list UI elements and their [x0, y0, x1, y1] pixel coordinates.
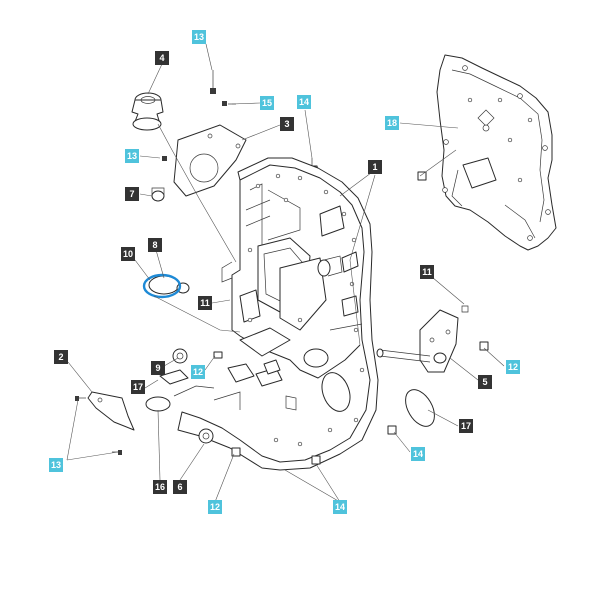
part-6-bushing: [198, 428, 214, 444]
callout-14: 14: [411, 447, 425, 461]
callout-12: 12: [191, 365, 205, 379]
callout-13: 13: [125, 149, 139, 163]
callout-14: 14: [297, 95, 311, 109]
part-7-plug: [151, 187, 165, 202]
callout-18: 18: [385, 116, 399, 130]
callout-4: 4: [155, 51, 169, 65]
callout-12: 12: [506, 360, 520, 374]
callout-13: 13: [49, 458, 63, 472]
part-17-16-covers: [145, 359, 283, 412]
callout-17: 17: [131, 380, 145, 394]
callout-1: 1: [368, 160, 382, 174]
part-5-pedal-bracket: [376, 309, 459, 373]
callout-8: 8: [148, 238, 162, 252]
callout-11: 11: [198, 296, 212, 310]
part-4-rubber-boot: [131, 92, 164, 131]
callout-11: 11: [420, 265, 434, 279]
callout-14: 14: [333, 500, 347, 514]
part-3-bracket-plate: [173, 124, 247, 197]
callout-7: 7: [125, 187, 139, 201]
callout-13: 13: [192, 30, 206, 44]
callout-6: 6: [173, 480, 187, 494]
callout-9: 9: [151, 361, 165, 375]
leader-lines: [66, 43, 505, 503]
part-8-10-seals: [142, 273, 190, 299]
callout-15: 15: [260, 96, 274, 110]
callout-3: 3: [280, 117, 294, 131]
callout-12: 12: [208, 500, 222, 514]
callout-2: 2: [54, 350, 68, 364]
callout-17: 17: [459, 419, 473, 433]
highlight-ring: [142, 273, 182, 299]
part-18-rear-plate: [436, 54, 557, 251]
callout-16: 16: [153, 480, 167, 494]
callout-10: 10: [121, 247, 135, 261]
part-1-main-frame: [177, 157, 379, 471]
callout-5: 5: [478, 375, 492, 389]
part-9-ring: [172, 348, 188, 364]
part-2-small-plate: [75, 391, 135, 455]
part-17-oval-cover: [405, 389, 435, 427]
